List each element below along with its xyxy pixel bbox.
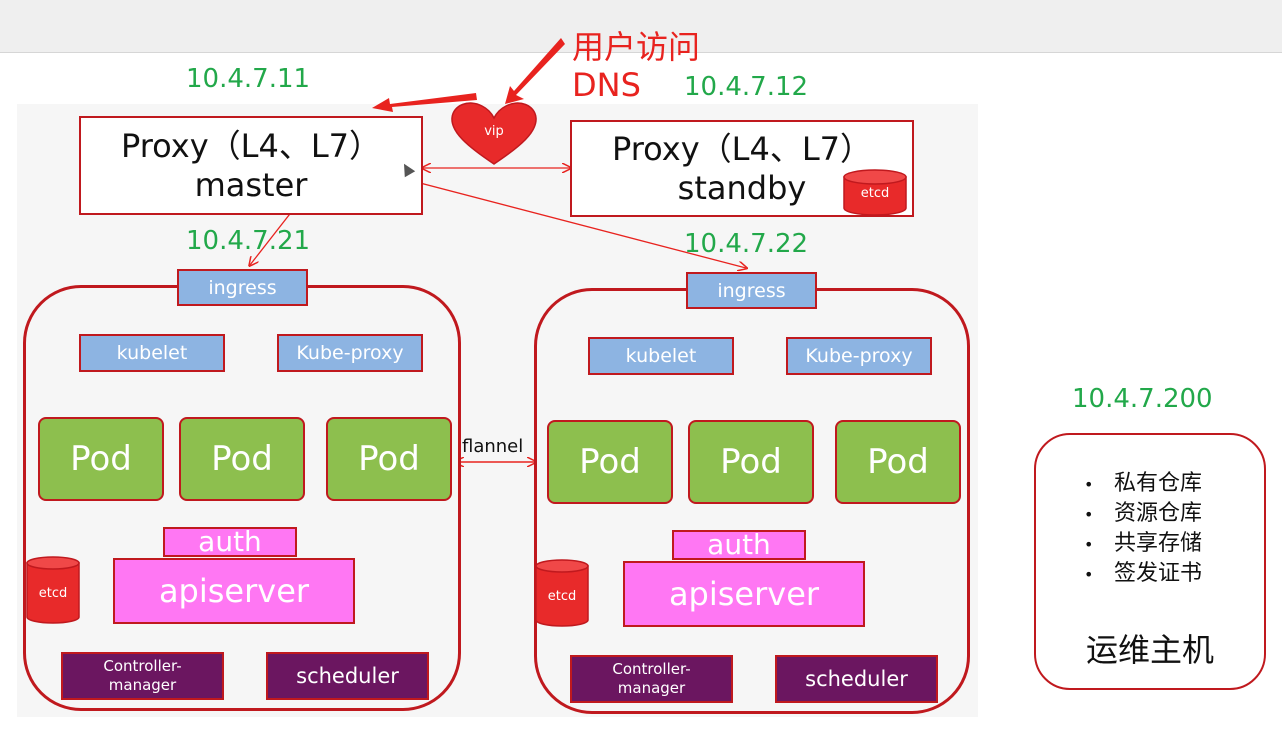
scheduler-right: scheduler [775, 655, 938, 703]
ip-proxy-master: 10.4.7.11 [186, 64, 311, 94]
etcd-right-cylinder-icon [535, 559, 589, 627]
proxy-standby-box: Proxy（L4、L7） standby [570, 120, 914, 217]
pod-right-2: Pod [688, 420, 814, 504]
kubelet-right: kubelet [588, 337, 734, 375]
proxy-master-box: Proxy（L4、L7） master [79, 116, 423, 215]
etcd-left-cylinder-icon [26, 556, 80, 624]
vip-arrow-to-master [372, 93, 477, 112]
kube-proxy-right: Kube-proxy [786, 337, 932, 375]
ops-host-list: •私有仓库 •资源仓库 •共享存储 •签发证书 [1084, 469, 1202, 589]
etcd-standby-label: etcd [860, 186, 890, 201]
pod-left-2: Pod [179, 417, 305, 501]
list-item: •私有仓库 [1084, 471, 1203, 496]
etcd-standby-cylinder-icon [843, 169, 907, 216]
ingress-right: ingress [686, 272, 817, 309]
controller-manager-left: Controller- manager [61, 652, 224, 700]
apiserver-left: apiserver [113, 558, 355, 624]
list-item: •资源仓库 [1084, 501, 1203, 526]
list-item: •共享存储 [1084, 531, 1203, 556]
proxy-standby-title: Proxy（L4、L7） [611, 130, 873, 169]
ops-host-box: •私有仓库 •资源仓库 •共享存储 •签发证书 运维主机 [1034, 433, 1266, 690]
ip-proxy-standby: 10.4.7.12 [684, 72, 809, 102]
ip-ops-host: 10.4.7.200 [1072, 384, 1213, 414]
flannel-label: flannel [462, 436, 524, 457]
etcd-standby-label-wrap: etcd [842, 186, 908, 201]
proxy-master-title: Proxy（L4、L7） [120, 127, 382, 166]
user-arrow-to-vip [505, 38, 565, 104]
kube-proxy-left: Kube-proxy [277, 334, 423, 372]
user-access-label: 用户访问 [572, 28, 701, 66]
apiserver-right: apiserver [623, 561, 865, 627]
auth-right: auth [672, 530, 806, 560]
controller-manager-right: Controller- manager [570, 655, 733, 703]
pod-left-1: Pod [38, 417, 164, 501]
etcd-left-label: etcd [38, 586, 68, 601]
scheduler-left: scheduler [266, 652, 429, 700]
etcd-right-label: etcd [547, 589, 577, 604]
auth-left: auth [163, 527, 297, 557]
dns-label: DNS [572, 66, 641, 104]
pod-right-3: Pod [835, 420, 961, 504]
proxy-standby-role: standby [677, 168, 807, 207]
proxy-master-role: master [194, 165, 308, 204]
pod-right-1: Pod [547, 420, 673, 504]
ip-node-right: 10.4.7.22 [684, 229, 809, 259]
list-item: •签发证书 [1084, 561, 1203, 586]
ingress-left: ingress [177, 269, 308, 306]
ops-host-title: 运维主机 [1085, 631, 1214, 669]
vip-heart-icon [451, 102, 537, 165]
kubelet-left: kubelet [79, 334, 225, 372]
ip-node-left: 10.4.7.21 [186, 226, 311, 256]
pod-left-3: Pod [326, 417, 452, 501]
vip-label: vip [484, 124, 504, 139]
